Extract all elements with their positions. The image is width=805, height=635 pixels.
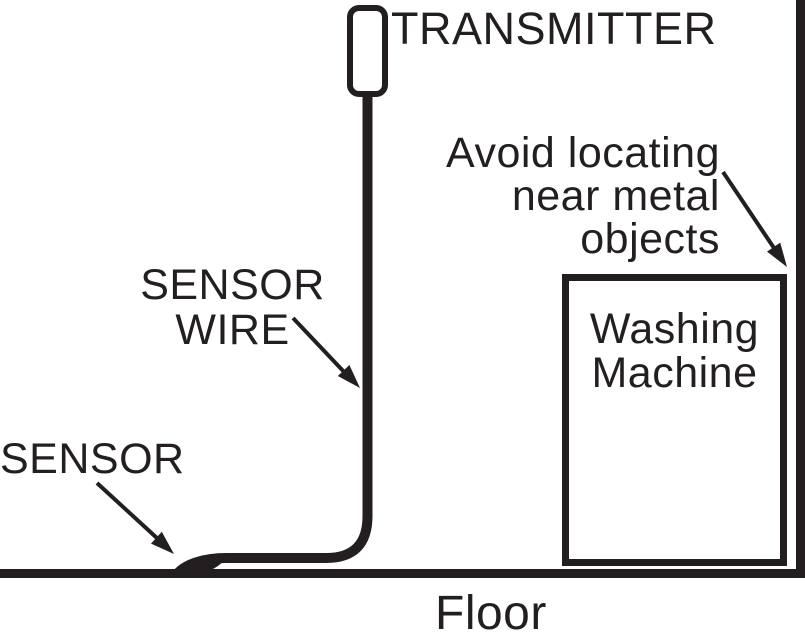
- sensor-wire-label: SENSOR WIRE: [120, 263, 345, 353]
- warning-arrowhead-icon: [767, 242, 787, 267]
- sensor-wire-arrow-shaft: [291, 316, 348, 376]
- sensor-wire-line: [174, 91, 373, 577]
- wall-line: [796, 0, 805, 578]
- washing-machine-label: Washing Machine: [565, 305, 784, 397]
- sensor-wire-label-line-2: WIRE: [175, 306, 290, 354]
- warning-line-2: near metal: [511, 172, 720, 220]
- sensor-arrow-icon: [95, 481, 174, 554]
- warning-arrow-shaft: [721, 170, 778, 253]
- warning-arrow-icon: [721, 170, 787, 267]
- sensor-wire-arrowhead-icon: [337, 365, 360, 388]
- washing-machine-label-line-1: Washing: [589, 305, 760, 353]
- warning-line-3: objects: [580, 215, 720, 263]
- sensor-label: SENSOR: [0, 435, 185, 483]
- warning-line-1: Avoid locating: [446, 129, 720, 177]
- transmitter-label: TRANSMITTER: [391, 3, 717, 54]
- transmitter-outline: [347, 5, 388, 97]
- floor-label: Floor: [435, 587, 547, 635]
- washing-machine-box: [562, 274, 787, 566]
- sensor-wire-label-line-1: SENSOR: [140, 261, 325, 309]
- sensor-arrow-shaft: [95, 481, 160, 541]
- sensor-arrowhead-icon: [151, 531, 174, 554]
- sensor-wire-arrow-icon: [291, 316, 360, 388]
- washing-machine-label-line-2: Machine: [591, 348, 758, 397]
- warning-note: Avoid locating near metal objects: [446, 132, 720, 261]
- floor-line: [0, 569, 805, 578]
- sensor-coil: [188, 554, 225, 576]
